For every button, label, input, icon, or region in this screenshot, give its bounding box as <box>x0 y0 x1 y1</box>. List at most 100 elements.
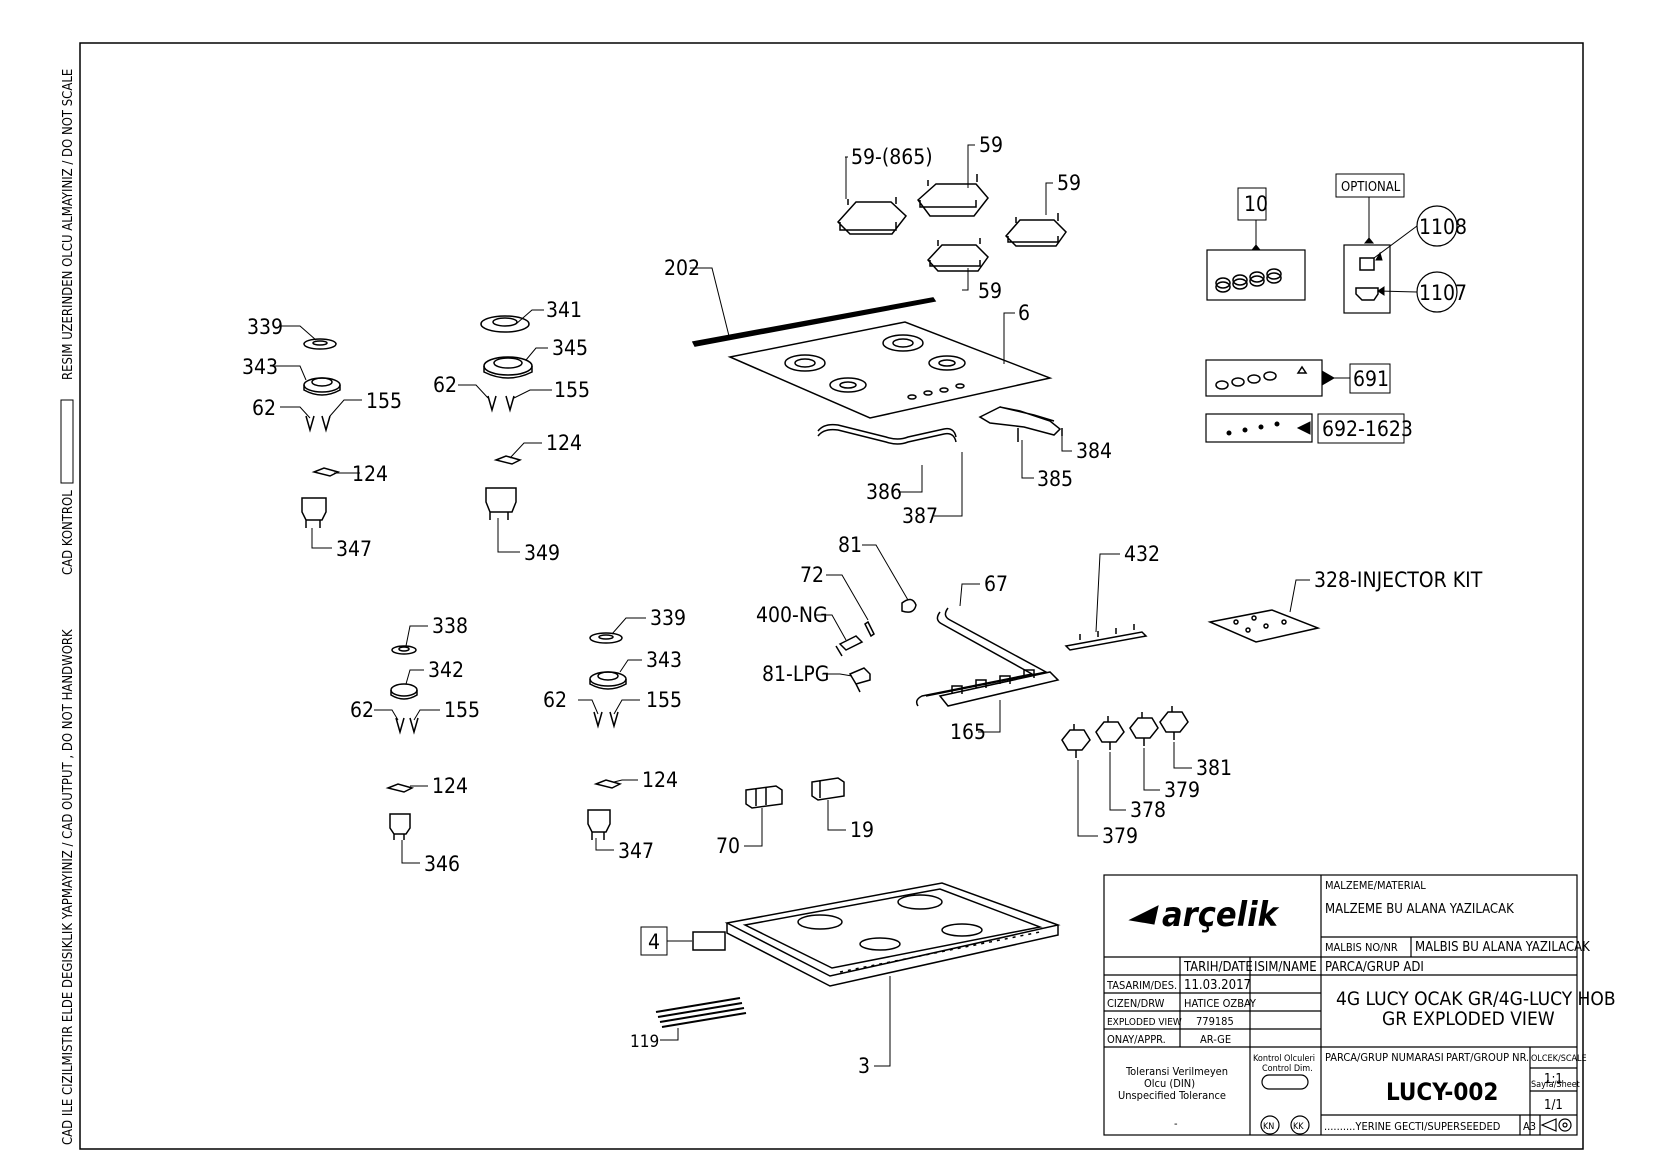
part-no-label: PARCA/GRUP NUMARASI <box>1325 1051 1444 1064</box>
bottom-tray <box>724 882 1061 987</box>
callout-70: 70 <box>716 834 740 858</box>
callout-19: 19 <box>850 818 874 842</box>
burner-crown-343-b <box>589 671 627 687</box>
pan-supports <box>836 174 1067 272</box>
callout-62-a: 62 <box>252 396 276 420</box>
callout-379-a: 379 <box>1164 778 1200 802</box>
callout-338: 338 <box>432 614 468 638</box>
drawing-title-line1: 4G LUCY OCAK GR/4G-LUCY HOB <box>1336 988 1616 1010</box>
callout-387: 387 <box>902 504 938 528</box>
callout-lines-top <box>690 144 1053 364</box>
control-line1: Kontrol Olculeri <box>1253 1054 1315 1064</box>
callout-lines-valves <box>1077 742 1192 837</box>
callout-385: 385 <box>1037 467 1073 491</box>
callout-400-ng: 400-NG <box>756 603 828 627</box>
pan-support-top <box>916 174 989 217</box>
burner-cap-339 <box>303 338 337 350</box>
row-label-drawn: CIZEN/DRW <box>1107 997 1165 1010</box>
callout-124-c: 124 <box>432 774 468 798</box>
optional-parts <box>1355 257 1379 301</box>
callout-378: 378 <box>1130 798 1166 822</box>
callout-155-a: 155 <box>366 389 402 413</box>
tray-3 <box>724 882 1061 977</box>
connector-19 <box>811 777 845 801</box>
callout-346: 346 <box>424 852 460 876</box>
callout-341: 341 <box>546 298 582 322</box>
scale-label: OLCEK/SCALE <box>1531 1054 1587 1064</box>
supersede-label: ..........YERINE GECTI/SUPERSEEDED <box>1324 1120 1501 1133</box>
callout-59-b: 59 <box>1057 171 1081 195</box>
ignition-parts <box>745 777 845 809</box>
optional-label-box <box>1335 173 1405 198</box>
callout-155-c: 155 <box>444 698 480 722</box>
control-line2: Control Dim. <box>1262 1064 1313 1074</box>
row-value-exploded: 779185 <box>1196 1015 1234 1028</box>
callout-349: 349 <box>524 541 560 565</box>
callout-bubble-1108 <box>1416 205 1458 247</box>
side-note-no-scale: RESIM UZERINDEN OLCU ALMAYINIZ / DO NOT … <box>61 69 76 380</box>
callout-386: 386 <box>866 480 902 504</box>
callout-box-692 <box>1317 413 1405 444</box>
injector-kit-328 <box>1207 609 1321 643</box>
callout-339-a: 339 <box>247 315 283 339</box>
callout-lines-pipes <box>898 430 1072 517</box>
valve-379-a <box>1061 724 1091 758</box>
valve-rail-165 <box>938 669 1060 707</box>
callout-6: 6 <box>1018 301 1030 325</box>
part-no-label-en: PART/GROUP NR. <box>1446 1051 1529 1064</box>
callout-347-a: 347 <box>336 537 372 561</box>
pan-support-left <box>836 197 908 235</box>
part-number: LUCY-002 <box>1386 1078 1498 1106</box>
manifold-pipe-67 <box>915 607 1049 707</box>
callout-124-d: 124 <box>642 768 678 792</box>
callout-202: 202 <box>664 256 700 280</box>
optional-parts-box <box>1343 244 1391 314</box>
callout-691: 691 <box>1353 367 1389 391</box>
gasket-strip <box>691 297 937 347</box>
glass-top <box>727 321 1053 419</box>
callout-lines-c <box>374 625 440 864</box>
thermocouple-347-b <box>587 809 611 840</box>
part-group-name-label: PARCA/GRUP ADI <box>1325 960 1424 975</box>
callout-lines-b <box>458 309 552 553</box>
callout-119: 119 <box>630 1032 659 1052</box>
callout-10: 10 <box>1244 192 1268 216</box>
callout-lines-tray <box>660 976 891 1067</box>
date-header: TARIH/DATE <box>1183 960 1253 975</box>
callout-1107: 1107 <box>1419 281 1467 305</box>
material-value: MALZEME BU ALANA YAZILACAK <box>1325 902 1514 917</box>
burner-group-c <box>385 645 419 840</box>
burner-group-d <box>587 632 627 840</box>
bracket-4 <box>692 931 726 951</box>
thermocouple-347 <box>301 497 327 528</box>
callout-342: 342 <box>428 658 464 682</box>
callout-124-b: 124 <box>546 431 582 455</box>
thermocouple-346 <box>389 813 411 840</box>
fitting-81 <box>901 598 917 613</box>
name-header: ISIM/NAME <box>1254 960 1317 975</box>
sheet-label: Sayfa/Sheet <box>1531 1080 1580 1090</box>
injector-72 <box>864 620 875 638</box>
malbis-label: MALBIS NO/NR <box>1325 941 1398 954</box>
callout-328-injector-kit: 328-INJECTOR KIT <box>1314 568 1483 592</box>
paper-size: A3 <box>1523 1120 1536 1133</box>
callout-72: 72 <box>800 563 824 587</box>
callout-62-c: 62 <box>350 698 374 722</box>
burner-cap-338 <box>391 645 417 655</box>
title-block <box>1103 874 1578 1136</box>
sheet-value: 1/1 <box>1544 1098 1563 1113</box>
valve-379-b <box>1129 712 1159 746</box>
row-label-approved: ONAY/APPR. <box>1107 1033 1166 1046</box>
burner-group-a <box>301 338 341 528</box>
callout-81: 81 <box>838 533 862 557</box>
callout-81-lpg: 81-LPG <box>762 662 829 686</box>
callout-1108: 1108 <box>1419 215 1467 239</box>
rods-119 <box>655 997 747 1028</box>
callout-lines-ignition <box>744 800 846 847</box>
callout-381: 381 <box>1196 756 1232 780</box>
callout-bubble-1107 <box>1416 271 1458 313</box>
gas-pipes <box>817 406 1063 445</box>
callout-59-865: 59-(865) <box>851 145 933 169</box>
burner-cap-341 <box>480 315 530 333</box>
burner-crown-345 <box>483 356 533 376</box>
